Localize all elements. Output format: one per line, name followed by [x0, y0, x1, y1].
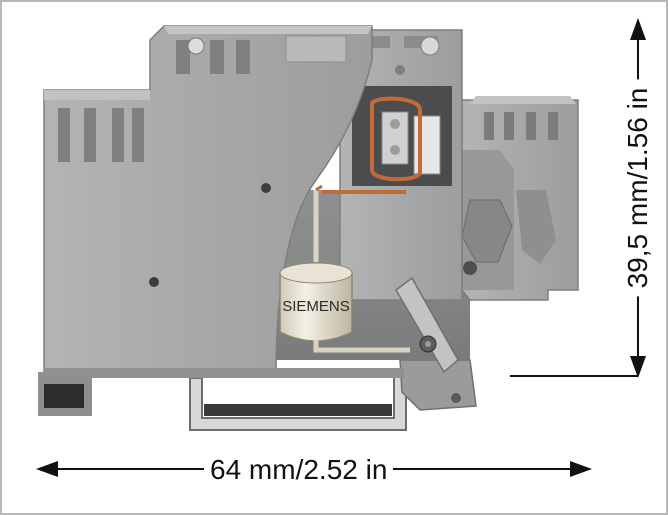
- right-module: [461, 96, 579, 301]
- ground-strap: [395, 276, 459, 374]
- left-foot: [38, 372, 92, 416]
- housing-base: [44, 368, 404, 378]
- upper-center-block: [322, 29, 463, 301]
- left-housing: [43, 25, 373, 373]
- surge-arrester: SIEMENS: [279, 184, 410, 353]
- din-rail-clip: [189, 371, 407, 431]
- right-foot: [399, 359, 477, 411]
- arrester-brand-text: SIEMENS: [282, 298, 350, 315]
- height-dimension-label: 39,5 mm/1.56 in: [622, 79, 654, 297]
- width-dimension-label: 64 mm/2.52 in: [204, 454, 394, 486]
